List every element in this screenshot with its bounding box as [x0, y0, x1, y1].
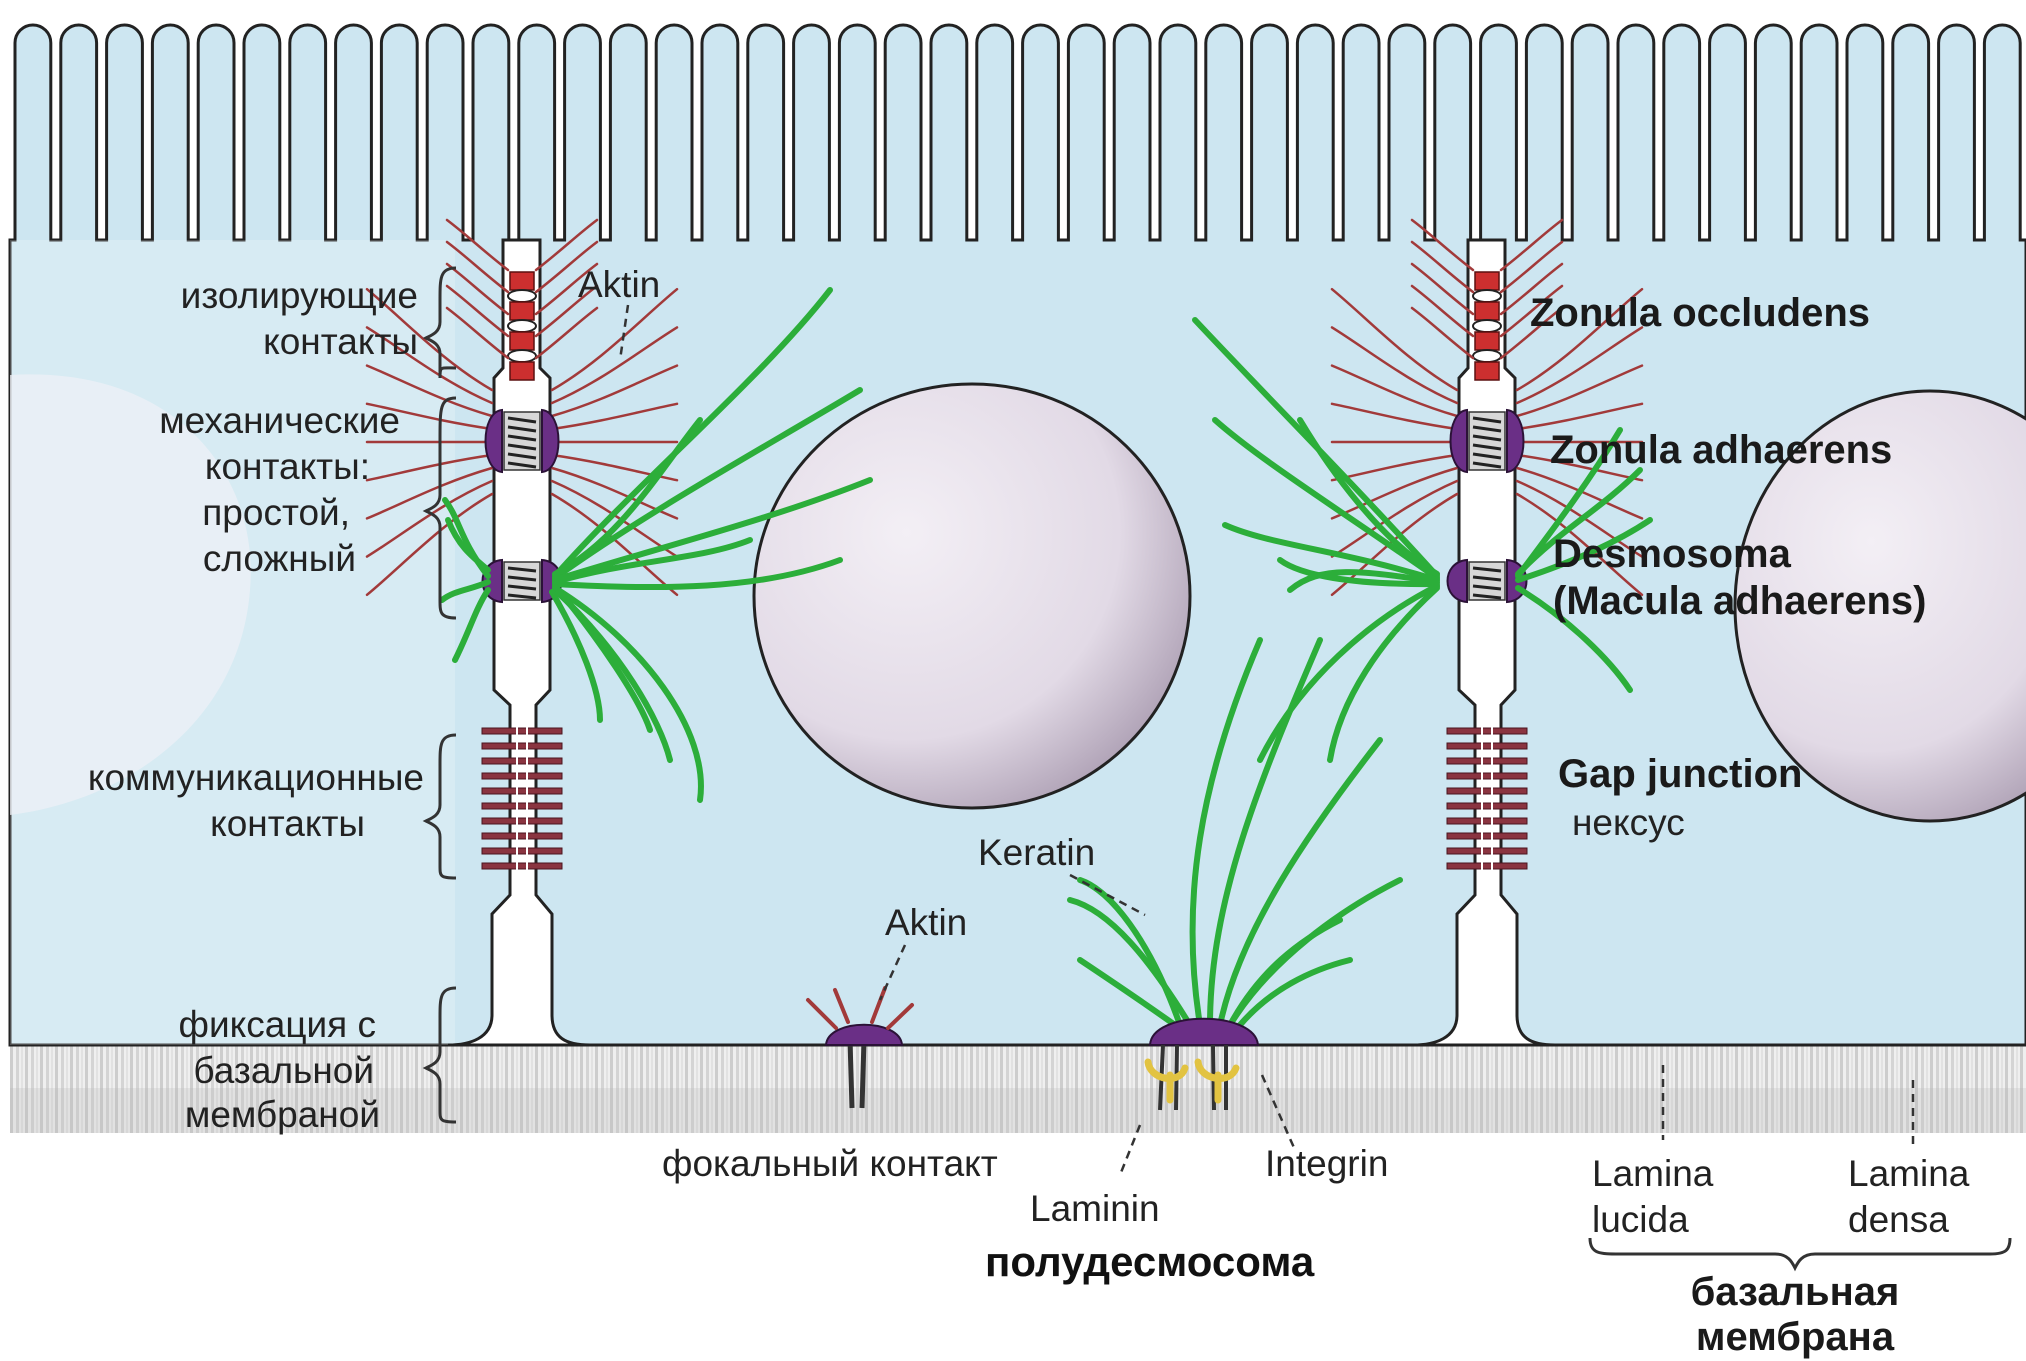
label-hemidesmosome: полудесмосома — [985, 1238, 1315, 1285]
zonula-adhaerens — [486, 410, 559, 472]
label-aktin-top: Aktin — [578, 264, 660, 305]
bottom-labels: фокальный контакт Integrin Laminin полуд… — [662, 1143, 1970, 1359]
label-desmosoma: Desmosoma — [1553, 532, 1792, 576]
label-lamina-lucida-line2: lucida — [1592, 1199, 1689, 1240]
label-basal-membrane-line2: мембрана — [1696, 1315, 1895, 1359]
tight-junction — [1473, 272, 1501, 380]
desmosome — [1448, 560, 1527, 602]
label-tight-line2: контакты — [263, 321, 418, 362]
basal-membrane-brace — [1590, 1238, 2010, 1268]
label-macula-adhaerens: (Macula adhaerens) — [1553, 579, 1926, 623]
label-fixation-line1: фиксация с — [179, 1004, 376, 1045]
label-fixation-line3: мембраной — [185, 1094, 380, 1135]
label-tight-line1: изолирующие — [181, 275, 418, 316]
label-gap-junction: Gap junction — [1558, 752, 1802, 796]
label-focal-contact: фокальный контакт — [662, 1143, 998, 1184]
label-lamina-densa-line1: Lamina — [1848, 1153, 1970, 1194]
nucleus-center — [754, 384, 1190, 808]
label-zonula-occludens: Zonula occludens — [1530, 291, 1870, 335]
label-lamina-lucida-line1: Lamina — [1592, 1153, 1714, 1194]
label-fixation-line2: базальной — [193, 1050, 374, 1091]
tight-junction — [508, 272, 536, 380]
label-mechanical-line4: сложный — [203, 538, 356, 579]
label-communication-line1: коммуникационные — [88, 757, 424, 798]
label-keratin: Keratin — [978, 832, 1095, 873]
label-zonula-adhaerens: Zonula adhaerens — [1550, 428, 1892, 472]
label-laminin: Laminin — [1030, 1188, 1160, 1229]
desmosome — [483, 560, 562, 602]
label-mechanical-line2: контакты: — [205, 446, 370, 487]
label-nexus: нексус — [1572, 802, 1685, 843]
label-mechanical-line3: простой, — [202, 492, 350, 533]
zonula-adhaerens — [1451, 410, 1524, 472]
label-mechanical-line1: механические — [159, 400, 400, 441]
label-aktin-bottom: Aktin — [885, 902, 967, 943]
label-communication-line2: контакты — [210, 803, 365, 844]
label-lamina-densa-line2: densa — [1848, 1199, 1949, 1240]
label-integrin: Integrin — [1265, 1143, 1388, 1184]
label-basal-membrane-line1: базальная — [1691, 1270, 1900, 1314]
